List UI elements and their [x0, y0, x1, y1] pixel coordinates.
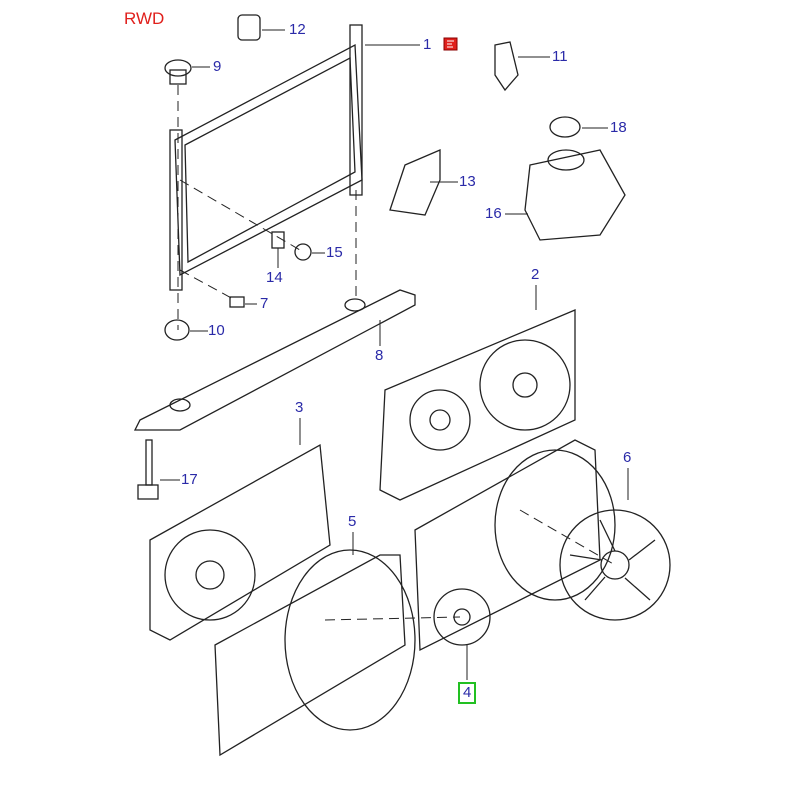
callout-18[interactable]: 18 [610, 119, 627, 136]
callout-14[interactable]: 14 [266, 269, 283, 286]
callout-15[interactable]: 15 [326, 244, 343, 261]
callout-7[interactable]: 7 [260, 295, 269, 312]
callout-12[interactable]: 12 [289, 21, 306, 38]
variant-label: RWD [124, 9, 165, 28]
callout-16[interactable]: 16 [485, 205, 502, 222]
info-badge-icon[interactable] [443, 36, 459, 52]
callout-13[interactable]: 13 [459, 173, 476, 190]
callout-3[interactable]: 3 [295, 399, 304, 416]
callout-2[interactable]: 2 [531, 266, 540, 283]
callout-8[interactable]: 8 [375, 347, 384, 364]
callout-5[interactable]: 5 [348, 513, 357, 530]
callout-6[interactable]: 6 [623, 449, 632, 466]
callout-1[interactable]: 1 [423, 36, 432, 53]
callout-9[interactable]: 9 [213, 58, 222, 75]
callout-17[interactable]: 17 [181, 471, 198, 488]
callout-4[interactable]: 4 [458, 682, 477, 704]
callout-11[interactable]: 11 [552, 48, 568, 65]
callout-10[interactable]: 10 [208, 322, 225, 339]
